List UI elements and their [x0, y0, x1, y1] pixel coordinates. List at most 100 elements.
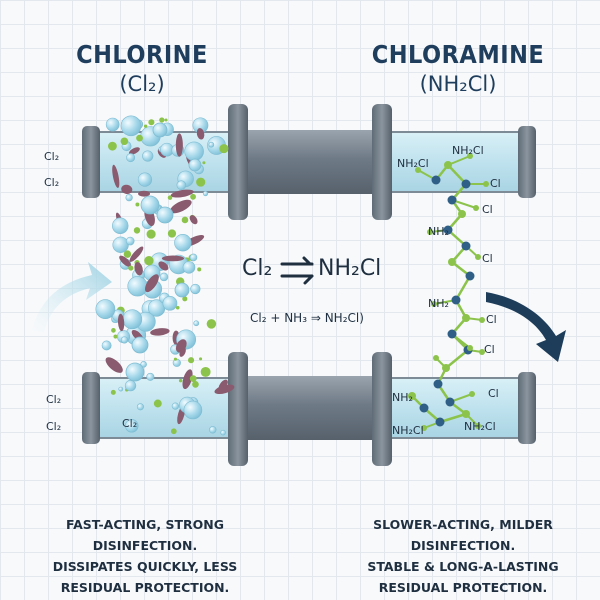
atom: [462, 314, 470, 322]
atom: [483, 181, 489, 187]
chlorine-description-line: DISSIPATES QUICKLY, LESS: [52, 559, 238, 574]
bacteria: [121, 184, 133, 194]
bubble: [208, 141, 215, 148]
particle: [128, 265, 134, 271]
nh2-label: NH₂: [392, 391, 413, 404]
bubble: [193, 320, 200, 327]
bottom-pipe-coupler: [240, 376, 380, 440]
particle: [146, 229, 156, 239]
bubble: [183, 400, 203, 420]
particle: [196, 177, 206, 187]
nh2cl-label: NH₂Cl: [392, 424, 424, 437]
particle: [136, 134, 143, 142]
particle: [219, 144, 229, 154]
atom: [479, 317, 485, 323]
atom: [475, 423, 481, 429]
bubble: [209, 426, 217, 434]
cl-label: Cl: [482, 203, 493, 216]
atom: [469, 391, 475, 397]
bacteria: [129, 147, 140, 155]
particle: [178, 378, 183, 383]
particle: [153, 399, 162, 408]
atom: [461, 241, 471, 251]
bubble: [101, 340, 112, 351]
bubble: [202, 190, 209, 197]
top-pipe: [82, 104, 536, 220]
bacteria: [129, 246, 144, 262]
particle: [170, 428, 177, 435]
particle: [120, 137, 129, 146]
bubble: [126, 153, 136, 163]
nh2cl-label: NH₂Cl: [452, 144, 484, 157]
top-pipe-end-right: [518, 126, 536, 198]
nh2-label: NH₂: [428, 225, 449, 238]
cl2-label: Cl₂: [44, 176, 60, 189]
bubble: [124, 380, 137, 392]
particle: [202, 161, 206, 165]
atom: [475, 254, 481, 260]
particle: [111, 328, 116, 333]
curved-arrow-in-icon: [32, 262, 112, 332]
atom: [427, 229, 433, 235]
bacteria: [117, 313, 125, 332]
bacteria: [196, 128, 205, 140]
product-label: NH₂Cl: [318, 256, 382, 281]
curved-arrow-down-icon: [486, 292, 566, 362]
particle: [133, 227, 141, 234]
atom: [467, 153, 473, 159]
reaction-arrow-icon: [280, 256, 314, 285]
particle: [144, 255, 154, 266]
chloramine-description-line: SLOWER-ACTING, MILDER DISINFECTION.: [373, 517, 553, 553]
bottom-pipe: [82, 352, 536, 466]
atom: [443, 225, 453, 235]
bacteria: [150, 328, 170, 336]
bacteria: [161, 255, 185, 262]
bubble: [190, 283, 201, 295]
particle: [135, 202, 140, 207]
bubble: [174, 282, 190, 298]
bubble: [188, 158, 202, 172]
bacteria: [134, 262, 143, 276]
bubble: [184, 141, 204, 162]
bacteria: [119, 255, 131, 267]
cl-label: Cl: [490, 177, 501, 190]
particle: [164, 118, 168, 122]
chlorine-particle-cloud: [95, 115, 235, 436]
bacteria: [170, 189, 194, 198]
chloramine-title: CHLORAMINE: [371, 40, 545, 69]
bubble: [112, 236, 129, 253]
nh2-label: NH₂: [428, 297, 449, 310]
nh2cl-label: NH₂Cl: [397, 157, 429, 170]
atom: [435, 417, 445, 427]
atom: [462, 410, 470, 418]
bottom-pipe-flange-right: [372, 352, 392, 466]
particle: [123, 250, 132, 258]
bubble: [176, 180, 187, 190]
chlorine-formula: (Cl₂): [119, 72, 165, 96]
bubble: [125, 419, 139, 433]
atom: [461, 179, 471, 189]
top-pipe-coupler: [240, 130, 380, 194]
bubble: [105, 117, 120, 132]
bubble: [112, 217, 129, 235]
bubble: [120, 115, 142, 137]
bacteria: [158, 261, 169, 271]
particle: [182, 296, 188, 302]
atom: [447, 195, 457, 205]
bubble: [140, 361, 147, 368]
cl2-label: Cl₂: [122, 417, 138, 430]
chloramine-description-line: RESIDUAL PROTECTION.: [378, 580, 548, 595]
bacteria: [189, 215, 198, 225]
atom: [465, 271, 475, 281]
cl2-label: Cl₂: [44, 150, 60, 163]
atom: [467, 345, 473, 351]
chain-bond: [445, 349, 469, 369]
bubble: [127, 276, 148, 297]
bottom-pipe-flange-left: [228, 352, 248, 466]
bubble: [182, 261, 196, 274]
bacteria: [218, 379, 228, 391]
particle: [197, 267, 202, 272]
bacteria: [145, 274, 159, 293]
